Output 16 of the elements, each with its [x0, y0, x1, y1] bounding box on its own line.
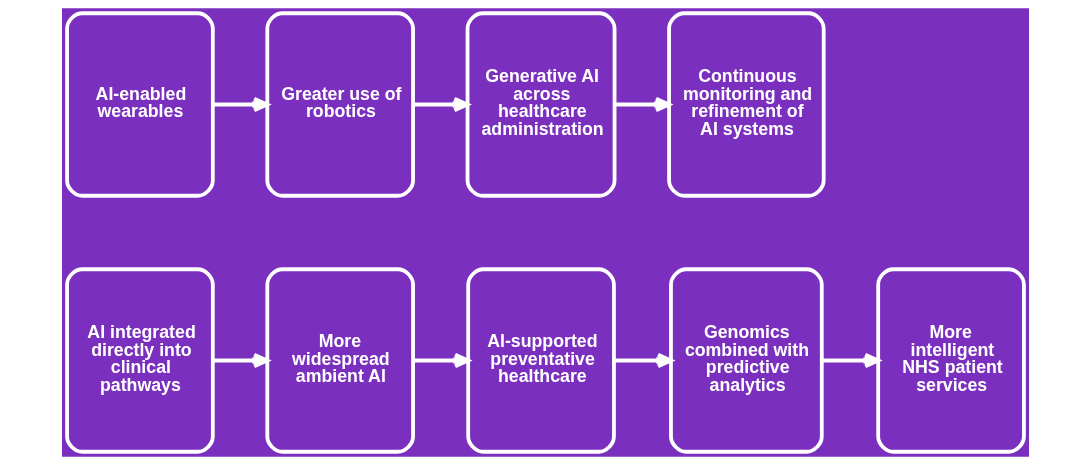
- arrow: [213, 352, 269, 369]
- arrow: [213, 96, 269, 113]
- node-box: Generative AI across healthcare administration: [465, 11, 617, 198]
- node-box: AI-enabled wearables: [65, 11, 215, 198]
- node-box: Genomics combined with predictive analytics: [669, 267, 824, 454]
- node-box: AI integrated directly into clinical pathways: [65, 267, 215, 454]
- node-box: AI-supported preventative healthcare: [466, 267, 616, 454]
- arrow: [413, 352, 470, 369]
- arrow: [822, 352, 880, 369]
- arrow: [413, 96, 470, 113]
- arrow: [614, 96, 671, 113]
- arrow: [614, 352, 673, 369]
- node-box: More intelligent NHS patient services: [876, 267, 1026, 454]
- node-box: Greater use of robotics: [265, 11, 415, 198]
- node-box: More widespread ambient AI: [265, 267, 415, 454]
- node-box: Continuous monitoring and refinement of AI systems: [667, 11, 826, 198]
